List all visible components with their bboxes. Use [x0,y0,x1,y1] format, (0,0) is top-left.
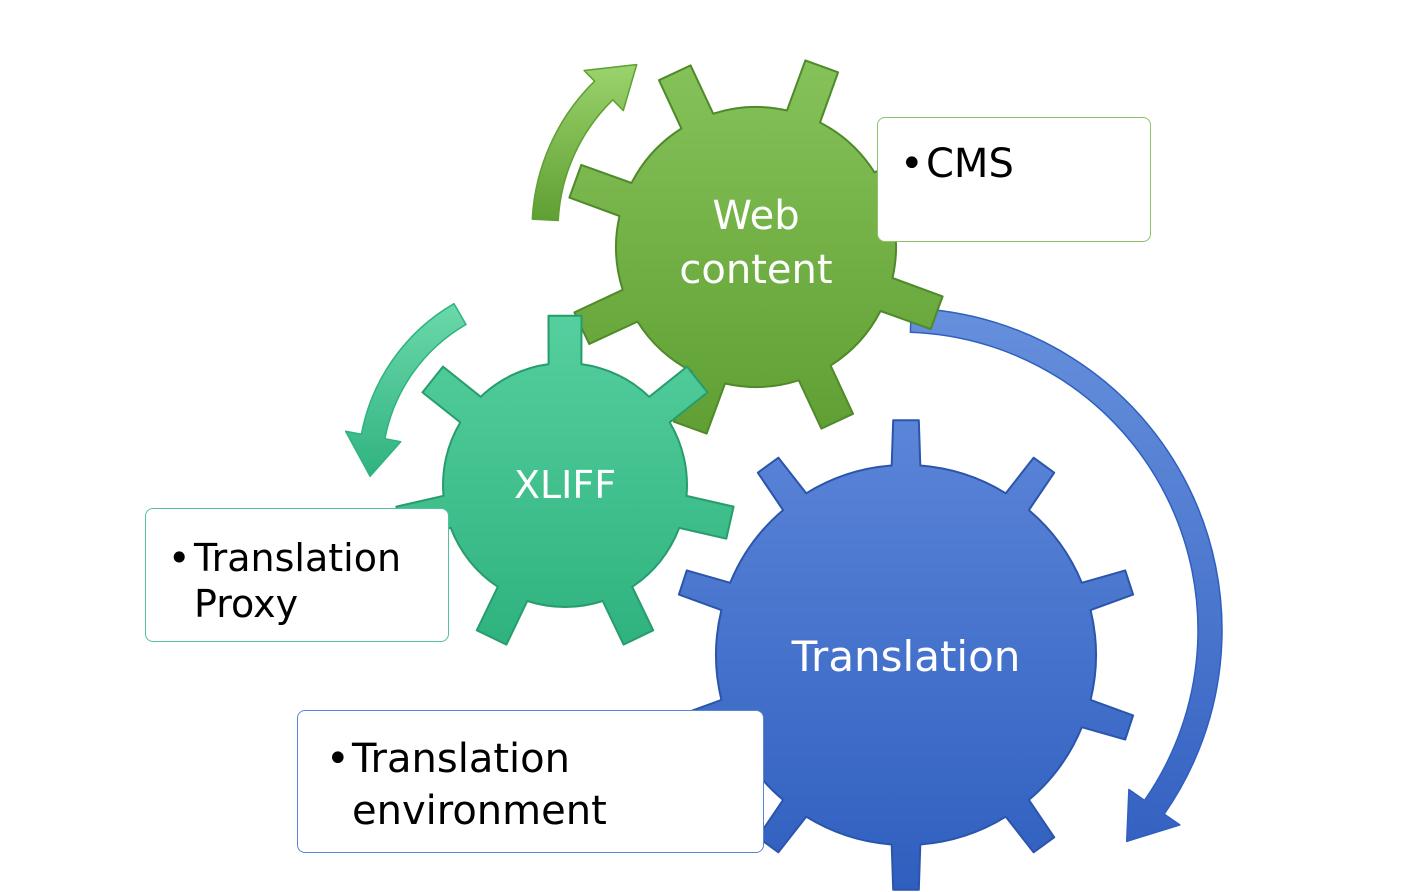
callout-proxy-item: Translation Proxy [166,535,448,627]
arrow-green-shape [531,63,638,222]
gear-xliff: XLIFF [395,314,735,646]
gear-xliff-label: XLIFF [514,463,616,507]
callout-translation-environment: Translation environment [297,710,764,853]
arrow-teal-shape [344,302,467,478]
cycle-arrow-teal [344,302,467,478]
gear-translation-label: Translation [791,632,1021,681]
gear-web-label-line2: content [679,247,832,293]
callout-cms: CMS [877,117,1151,242]
callout-cms-item: CMS [898,140,1150,188]
cycle-arrow-green [531,63,638,222]
callout-translation-proxy: Translation Proxy [145,508,449,642]
gear-translation: Translation [677,419,1135,891]
callout-environment-item: Translation environment [324,733,763,837]
cycle-arrow-blue [909,307,1223,843]
arrow-blue-shape [909,307,1223,843]
gear-web-content: Web content [568,59,944,435]
gear-web-label-line1: Web [712,193,799,239]
